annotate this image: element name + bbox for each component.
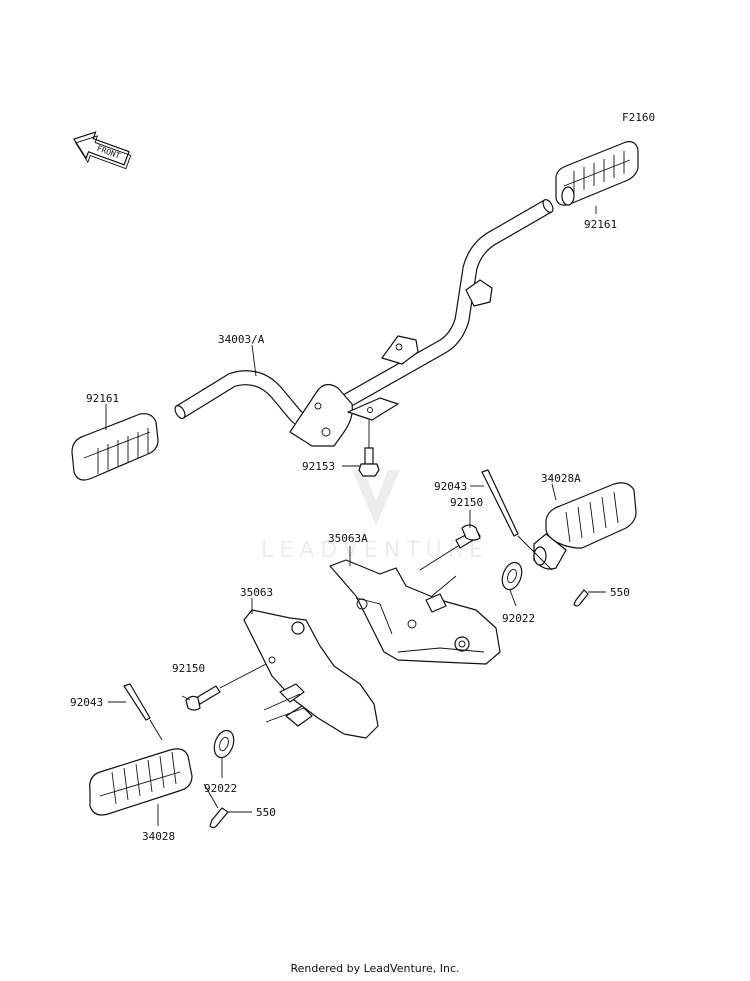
watermark-logo [352,470,400,525]
label-92150-right: 92150 [450,496,483,509]
bracket-left [243,609,379,739]
label-35063a: 35063A [328,532,368,545]
label-92153: 92153 [302,460,335,473]
label-92043-left: 92043 [70,696,103,709]
bolt-92153 [358,420,380,477]
footrest-bar [174,199,554,447]
label-550-left: 550 [256,806,276,819]
figure-code: F2160 [622,111,655,124]
washer-right [501,561,523,607]
pin-right [481,469,553,571]
front-footpeg-right [533,482,637,570]
front-arrow-icon: FRONT [73,131,132,170]
cotter-pin-left [203,783,252,829]
label-34003a: 34003/A [218,333,265,346]
label-550-right: 550 [610,586,630,599]
label-92150-left: 92150 [172,662,205,675]
watermark: LEADVENTURE [261,470,489,563]
front-footpeg-left [89,748,193,826]
bracket-right [329,559,501,665]
watermark-text: LEADVENTURE [261,538,489,563]
bolt-right [419,524,481,571]
rear-footpeg-left [71,413,159,481]
label-34028: 34028 [142,830,175,843]
label-92161-right: 92161 [584,218,617,231]
label-92022-right: 92022 [502,612,535,625]
washer-left [213,729,235,778]
footer-credit: Rendered by LeadVenture, Inc. [290,962,460,975]
rear-footpeg-right [555,141,639,206]
label-34028a: 34028A [541,472,581,485]
label-92043-right: 92043 [434,480,467,493]
pin-left [123,683,163,741]
label-92161-left: 92161 [86,392,119,405]
part-labels: 92161 34003/A 92161 92153 92043 34028A 9… [70,218,630,843]
cotter-pin-right [573,589,606,607]
label-92022-left: 92022 [204,782,237,795]
label-35063: 35063 [240,586,273,599]
leader-lines [105,206,597,703]
